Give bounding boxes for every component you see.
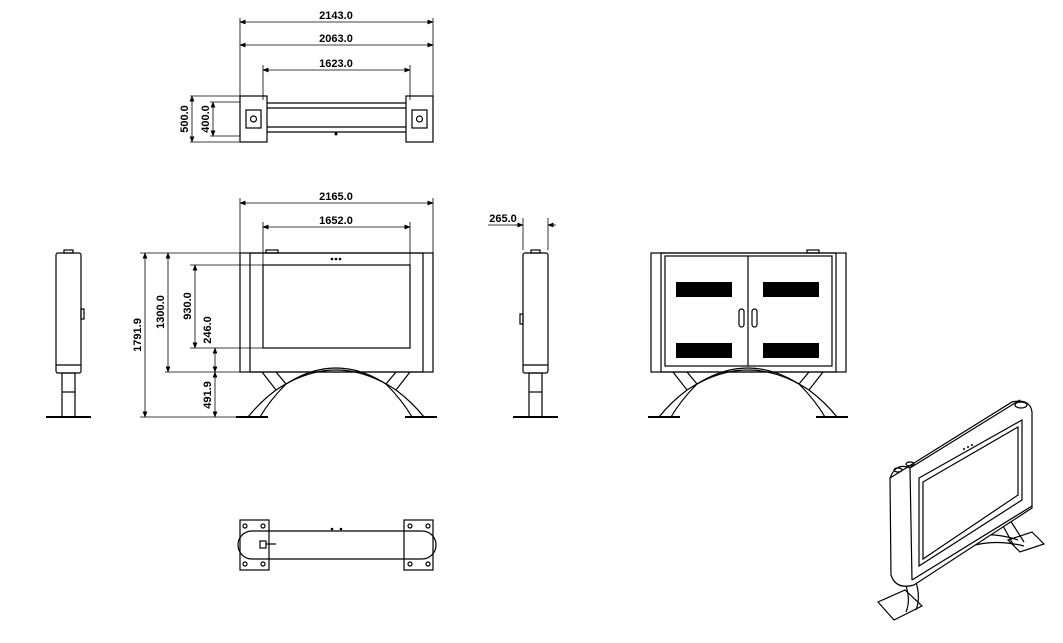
dim-top-depth-inner: 400.0 [200, 105, 212, 133]
dim-front-bottom-margin: 246.0 [202, 316, 214, 344]
front-view: 2165.0 1652.0 1791.9 1300.0 930.0 246.0 … [132, 191, 437, 418]
dim-side-depth: 265.0 [489, 213, 517, 225]
side-view-right: 265.0 [488, 213, 558, 418]
top-view: 2143.0 2063.0 1623.0 500.0 400.0 [179, 10, 434, 143]
dim-front-screen-width: 1652.0 [319, 215, 353, 227]
isometric-view [877, 399, 1046, 621]
dim-front-leg-height: 491.9 [202, 381, 214, 409]
dim-front-screen-height: 930.0 [182, 292, 194, 320]
bottom-view [237, 519, 437, 571]
dim-top-depth-outer: 500.0 [179, 105, 191, 133]
dim-top-total-width: 2143.0 [319, 10, 353, 22]
dim-front-body-height: 1300.0 [155, 295, 167, 329]
dim-top-inner-width: 2063.0 [319, 33, 353, 45]
side-view-left [46, 249, 91, 418]
rear-view [648, 249, 848, 418]
dim-front-total-height: 1791.9 [132, 318, 144, 352]
dim-top-span: 1623.0 [319, 58, 353, 70]
dim-front-total-width: 2165.0 [319, 191, 353, 203]
